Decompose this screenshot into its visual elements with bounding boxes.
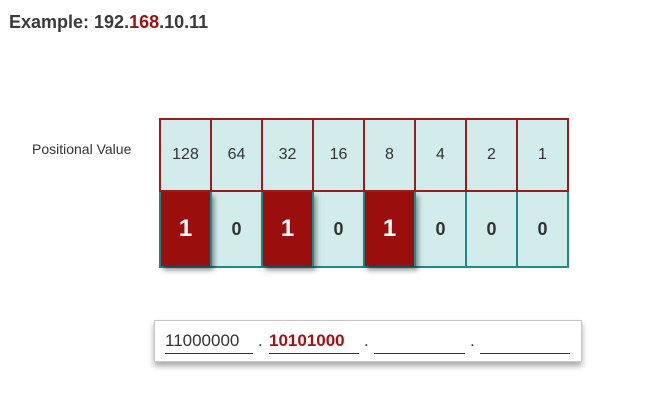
positional-value-cell: 1 [518,120,567,190]
bit-cell: 1 [161,192,212,266]
binary-conversion-grid: 128 64 32 16 8 4 2 1 1 0 1 0 1 0 0 0 [159,118,569,268]
bit-cell: 0 [314,192,365,266]
bit-cell: 0 [467,192,518,266]
positional-value-cell: 2 [467,120,518,190]
octet-4 [480,331,570,354]
octet-separator: . [364,331,369,350]
octet-separator: . [258,331,263,350]
positional-value-cell: 4 [416,120,467,190]
positional-value-cell: 64 [212,120,263,190]
title-suffix: .10.11 [159,12,209,32]
binary-result-box: 11000000 . 10101000 . . [154,320,582,362]
positional-values-row: 128 64 32 16 8 4 2 1 [159,118,569,192]
positional-value-cell: 32 [263,120,314,190]
positional-value-cell: 128 [161,120,212,190]
positional-value-label: Positional Value [32,141,132,157]
bit-cell: 1 [263,192,314,266]
bit-cell: 0 [416,192,467,266]
octet-1: 11000000 [165,331,253,354]
positional-value-cell: 16 [314,120,365,190]
octet-separator: . [470,331,475,350]
bit-cell: 0 [212,192,263,266]
bit-cell: 0 [518,192,567,266]
bit-cell: 1 [365,192,416,266]
octet-3 [374,331,465,354]
example-title: Example: 192.168.10.11 [9,12,208,33]
positional-value-cell: 8 [365,120,416,190]
binary-bits-row: 1 0 1 0 1 0 0 0 [159,192,569,268]
title-highlight: 168 [129,12,160,32]
title-prefix: Example: 192. [9,12,130,32]
octet-2: 10101000 [269,331,359,354]
